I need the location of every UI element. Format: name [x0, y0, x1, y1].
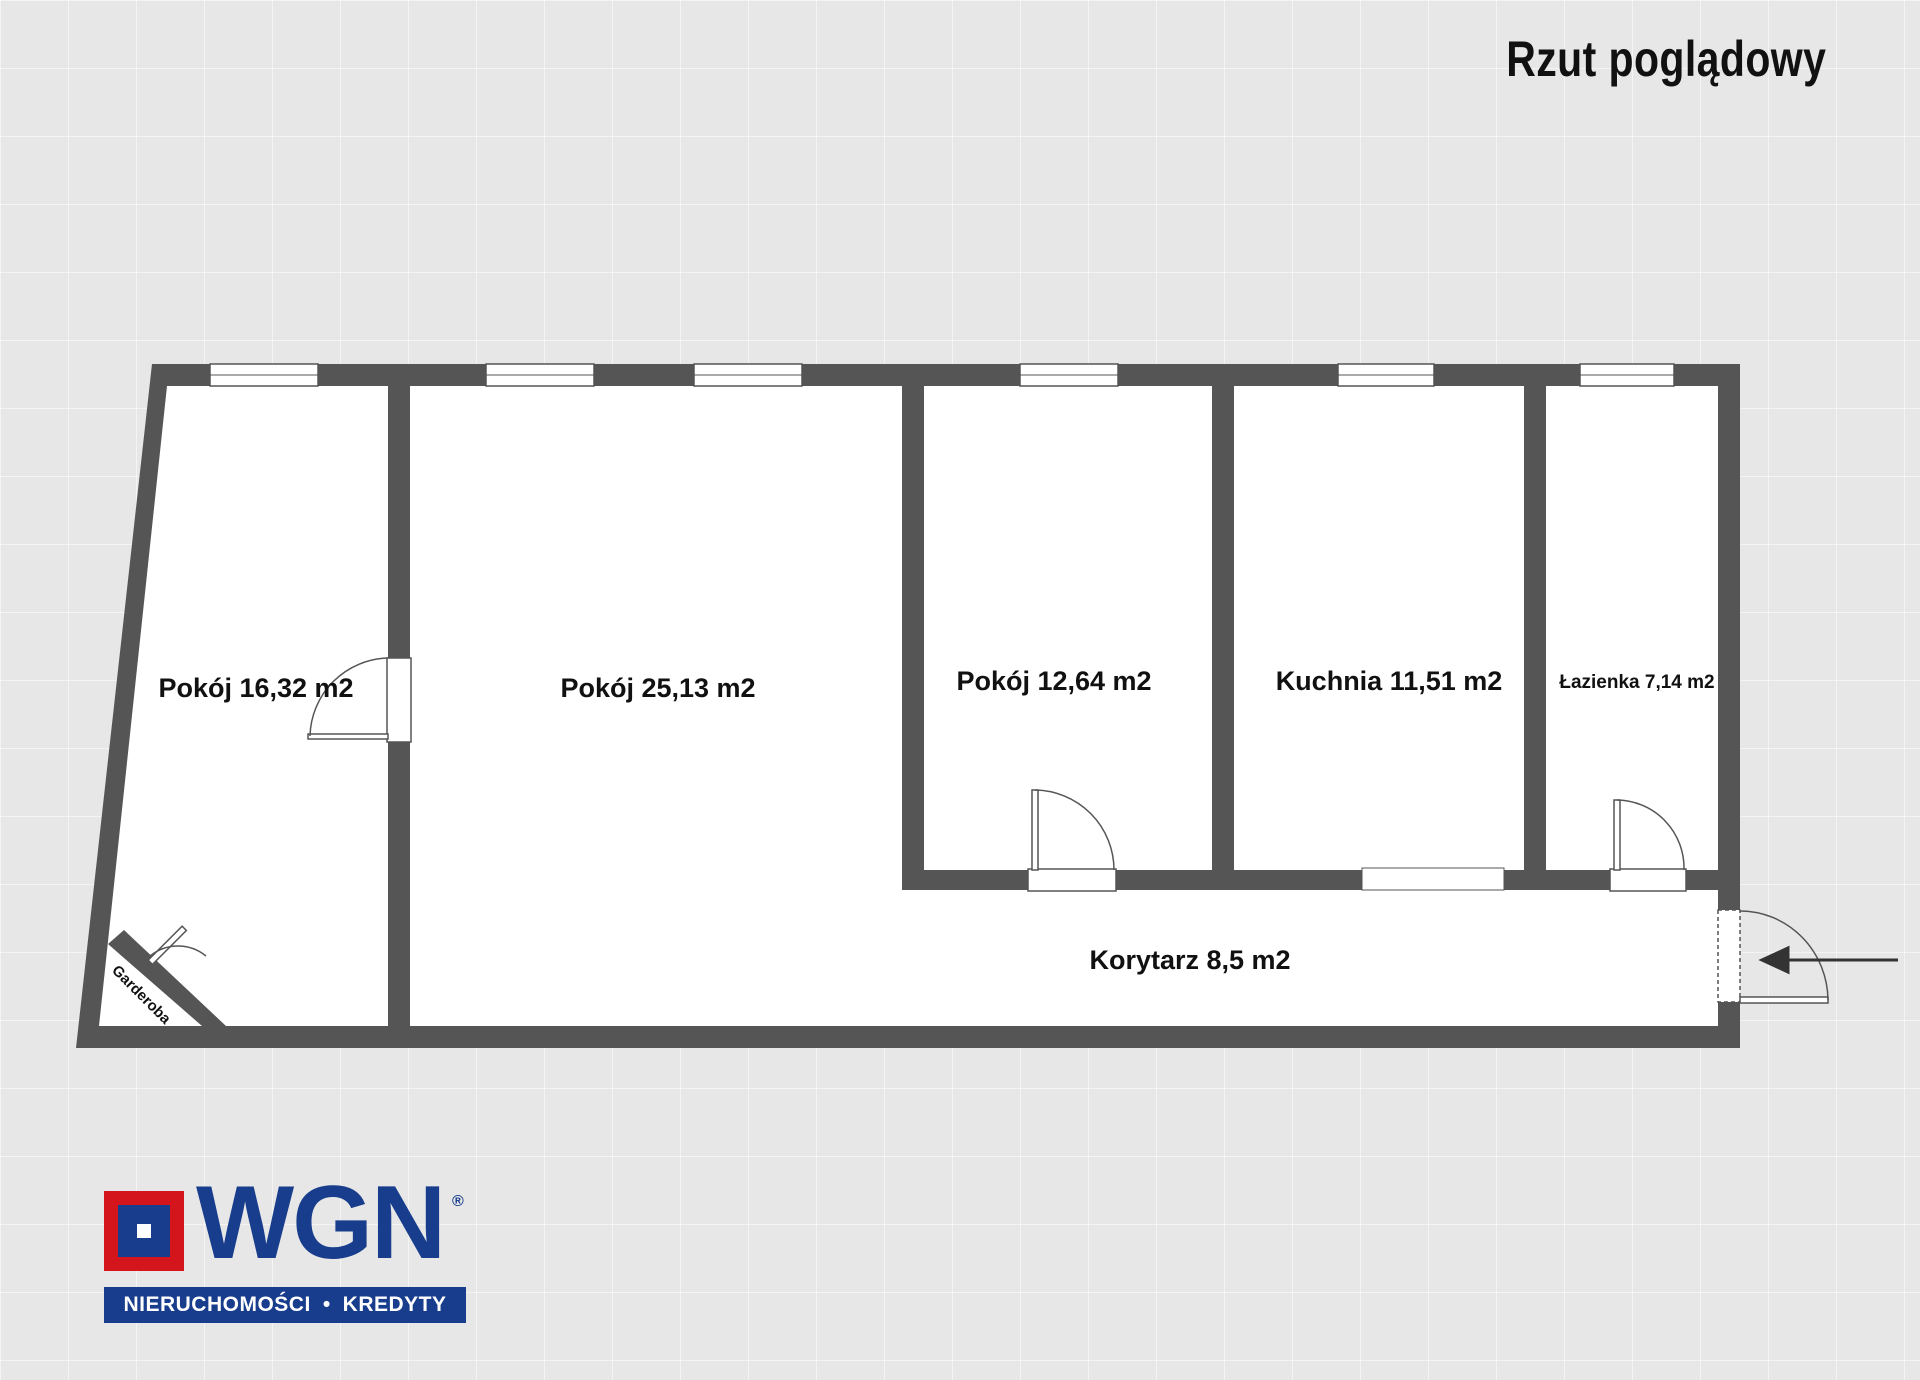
room-label-korytarz: Korytarz 8,5 m2 [1089, 945, 1290, 975]
logo-square-icon [104, 1191, 184, 1271]
logo-tagline-right: KREDYTY [342, 1293, 447, 1316]
room-label-pokoj-3: Pokój 12,64 m2 [956, 666, 1151, 696]
room-label-pokoj-2: Pokój 25,13 m2 [560, 673, 755, 703]
door-garderoba [147, 925, 207, 966]
door-pokoj-1 [307, 657, 412, 743]
room-label-kuchnia: Kuchnia 11,51 m2 [1276, 666, 1503, 696]
logo-wordmark: WGN [196, 1165, 446, 1281]
door-lazienka [1609, 799, 1687, 892]
logo-tagline-left: NIERUCHOMOŚCI [123, 1293, 311, 1316]
entrance-arrow-icon [1758, 945, 1898, 975]
floor-pokoj-1 [99, 386, 388, 1026]
doors [147, 657, 1829, 1004]
windows [209, 363, 1675, 387]
logo-tagline-separator: • [322, 1293, 331, 1316]
door-pokoj-3 [1027, 789, 1117, 892]
page-title: Rzut poglądowy [1505, 31, 1826, 87]
floor-pokoj-2 [410, 386, 902, 1026]
kitchen-opening [1361, 867, 1505, 891]
door-entrance [1717, 909, 1829, 1004]
floor-korytarz [902, 890, 1718, 1026]
room-label-pokoj-1: Pokój 16,32 m2 [158, 673, 353, 703]
floor-pokoj-3 [924, 386, 1212, 870]
logo-registered-mark: ® [452, 1193, 464, 1210]
garderoba-wall [108, 930, 226, 1026]
floor-lazienka [1546, 386, 1718, 870]
company-logo: WGN ® NIERUCHOMOŚCI • KREDYTY [104, 1171, 466, 1323]
floor-kuchnia [1234, 386, 1524, 870]
room-label-lazienka: Łazienka 7,14 m2 [1559, 672, 1714, 693]
logo-tagline: NIERUCHOMOŚCI • KREDYTY [104, 1287, 466, 1323]
